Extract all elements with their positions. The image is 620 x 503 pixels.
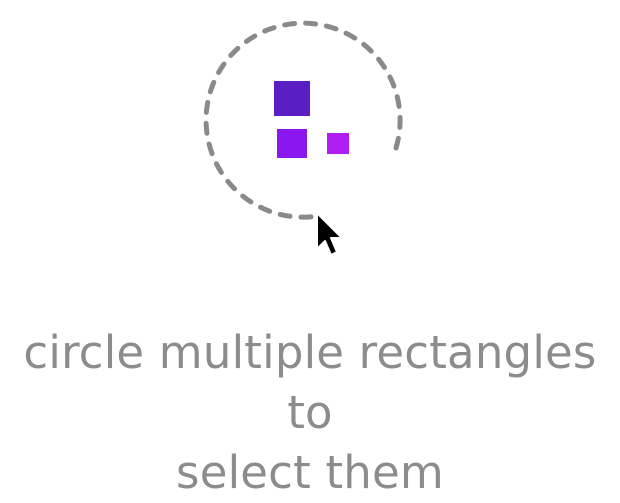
lasso-path <box>203 20 403 220</box>
multi-select-hint: circle multiple rectangles to select the… <box>23 20 596 499</box>
rectangle-small[interactable] <box>327 133 349 154</box>
lasso-selection-illustration <box>203 20 403 256</box>
hint-line-1: circle multiple rectangles to <box>23 326 597 439</box>
hint-line-2: select them <box>176 446 444 499</box>
rectangle-large[interactable] <box>274 81 310 116</box>
rectangle-medium[interactable] <box>277 129 307 158</box>
arrow-cursor-icon <box>316 212 343 256</box>
hint-caption: circle multiple rectangles to select the… <box>0 323 620 503</box>
